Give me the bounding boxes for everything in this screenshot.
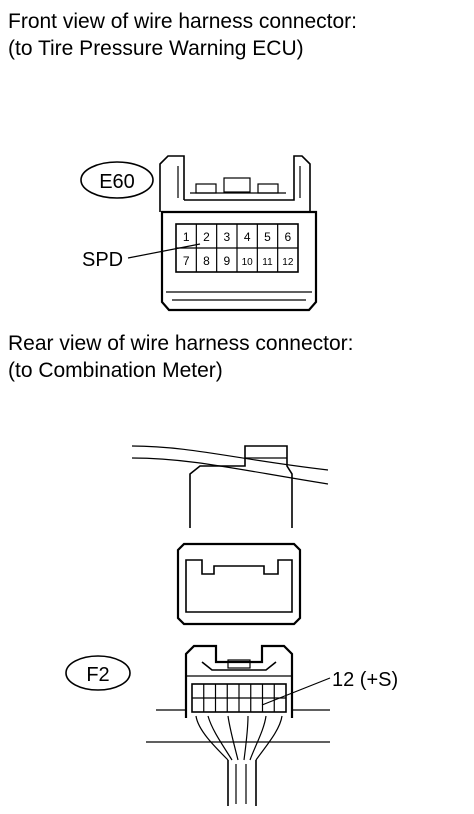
f2-grid-column-dividers — [203, 684, 275, 712]
f2-id-badge — [65, 655, 131, 691]
f2-wire-4 — [243, 715, 249, 761]
f2-upper-cable-top — [131, 445, 329, 471]
e60-lock-clip — [159, 155, 311, 212]
rear-view-caption-line1: Rear view of wire harness connector: — [8, 332, 354, 355]
e60-terminal-8: 8 — [203, 254, 210, 268]
e60-terminal-6: 6 — [284, 230, 291, 244]
f2-upper-housing — [189, 445, 293, 528]
e60-terminal-11: 11 — [262, 257, 273, 268]
f2-rear-lock — [201, 661, 277, 671]
e60-latch-center — [223, 177, 251, 193]
f2-rear-lock-tab — [227, 659, 251, 669]
f2-wire-6 — [255, 715, 283, 761]
front-view-caption-line2: (to Tire Pressure Warning ECU) — [8, 37, 304, 60]
e60-latch-right — [257, 183, 279, 194]
e60-spd-leader — [127, 243, 201, 259]
e60-id-label: E60 — [99, 171, 135, 193]
rear-connector-f2: F2 12 (+S) — [65, 445, 398, 806]
e60-terminal-7: 7 — [183, 254, 190, 268]
e60-terminal-3: 3 — [223, 230, 230, 244]
e60-id-badge — [80, 161, 154, 199]
e60-terminal-10: 10 — [242, 257, 254, 268]
e60-latch-left — [195, 183, 217, 194]
e60-spd-label: SPD — [82, 249, 123, 271]
f2-wire-1 — [195, 715, 229, 761]
e60-terminal-9: 9 — [223, 254, 230, 268]
e60-terminal-4: 4 — [244, 230, 251, 244]
f2-wire-3 — [227, 715, 239, 761]
e60-terminal-2: 2 — [203, 230, 210, 244]
rear-view-caption-line2: (to Combination Meter) — [8, 359, 223, 382]
front-view-caption: Front view of wire harness connector: (t… — [8, 8, 357, 62]
f2-rear-housing — [184, 644, 294, 718]
rear-view-caption: Rear view of wire harness connector: (to… — [8, 330, 354, 384]
front-view-caption-line1: Front view of wire harness connector: — [8, 10, 357, 33]
f2-id-label: F2 — [86, 664, 109, 686]
f2-wire-bundle — [227, 760, 257, 806]
f2-wire-5 — [249, 715, 267, 761]
f2-receptacle-cavity — [185, 559, 293, 613]
e60-body — [160, 210, 318, 312]
e60-lock-clip-inner — [177, 166, 301, 198]
e60-terminal-1: 1 — [183, 230, 190, 244]
f2-wire-2 — [207, 715, 233, 761]
f2-upper-cable-bottom — [131, 457, 329, 485]
f2-wire-bundle-inner — [235, 764, 247, 804]
f2-terminal-12-leader — [261, 677, 331, 706]
e60-grid-column-dividers — [195, 224, 279, 272]
e60-terminal-12: 12 — [282, 257, 294, 268]
e60-terminal-5: 5 — [264, 230, 271, 244]
f2-terminal-12-label: 12 (+S) — [332, 669, 398, 691]
f2-receptacle-body — [176, 542, 302, 626]
